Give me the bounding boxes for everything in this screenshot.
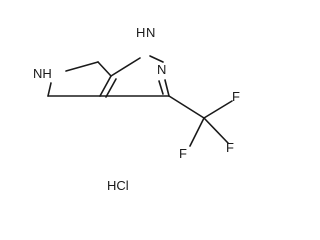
bond-c6-nh [65,61,99,72]
chemical-structure: NH H N N F F F HCl [33,25,240,193]
atom-label-nh-pyrazole-h: H [136,25,145,40]
bond-c3a-c6a-double [105,78,117,98]
bond-c6a-n1 [110,57,141,77]
atom-label-nh-pyrazole-n: N [146,25,155,40]
bond-cf3-f2 [203,117,229,144]
salt-label: HCl [107,178,129,193]
atom-label-nh-ring: NH [33,66,52,81]
structure-canvas: NH H N N F F F HCl [33,25,240,193]
bond-n2-c3 [164,79,170,97]
atom-label-fluorine-2: F [226,140,234,155]
atom-label-fluorine-1: F [232,89,240,104]
atom-label-n-pyrazole: N [157,62,166,77]
bond-nh-c4 [47,82,52,97]
bond-c3-cf3 [168,95,205,119]
bond-cf3-f3 [189,117,205,147]
bond-cf3-f1 [203,100,233,119]
atom-label-fluorine-3: F [179,146,187,161]
bond-c3a-c6a [99,75,112,97]
bond-c6-c6a [97,61,112,77]
bond-n2-c3-double [158,80,164,95]
bond-n1-n2 [149,55,164,63]
